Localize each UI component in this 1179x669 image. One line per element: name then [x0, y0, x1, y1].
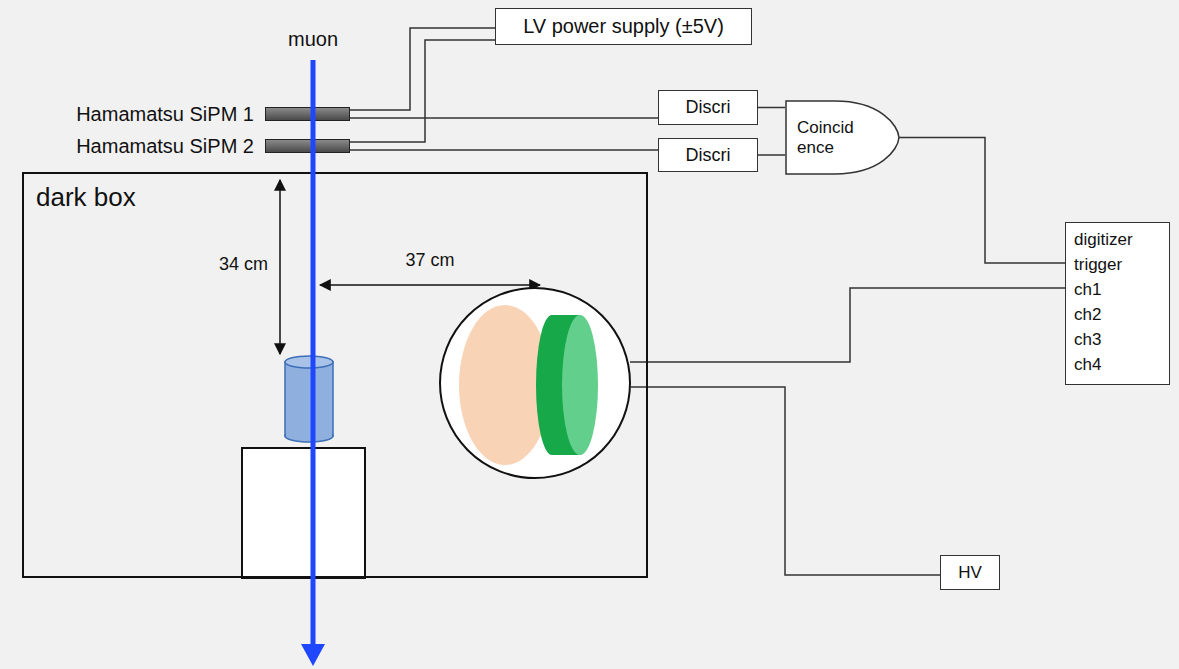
dimension-label: 34 cm [219, 254, 268, 275]
coincidence-gate: Coincid ence [785, 100, 900, 175]
power-supply-box: LV power supply (±5V) [495, 8, 752, 45]
signal-wire [758, 107, 785, 109]
scintillator-cylinder [285, 356, 333, 442]
node-label: HV [958, 563, 982, 583]
signal-wire [350, 117, 658, 119]
signal-wire [899, 138, 1065, 264]
dimension-arrow [320, 284, 540, 286]
hv-wire [630, 387, 940, 575]
hv-box: HV [940, 555, 1000, 590]
node-label: dark box [36, 182, 136, 213]
port-label: ch3 [1074, 327, 1159, 352]
node-label: Coincid ence [797, 118, 873, 158]
node-label: Hamamatsu SiPM 2 [76, 135, 254, 158]
signal-wire [350, 149, 658, 151]
muon-line [311, 60, 316, 646]
and-gate-shape [786, 101, 899, 174]
sipm-bar: Hamamatsu SiPM 2 [265, 139, 350, 153]
port-label: digitizer [1074, 227, 1159, 252]
signal-wire [350, 40, 495, 142]
dimension-arrow [279, 180, 281, 354]
node-label: Discri [686, 97, 731, 118]
port-label: ch4 [1074, 352, 1159, 377]
particle-label: muon [288, 28, 338, 51]
sipm-bar: Hamamatsu SiPM 1 [265, 107, 350, 121]
dark-box: dark box [22, 172, 648, 578]
node-label: Discri [686, 145, 731, 166]
signal-wire [758, 154, 785, 156]
discriminator-box: Discri [658, 138, 758, 172]
dimension-label: 37 cm [405, 250, 454, 271]
node-label: LV power supply (±5V) [523, 15, 724, 38]
port-label: ch2 [1074, 302, 1159, 327]
discriminator-box: Discri [658, 90, 758, 125]
signal-wire [630, 288, 1065, 362]
muon-arrowhead [301, 644, 325, 666]
node-label: Hamamatsu SiPM 1 [76, 103, 254, 126]
port-label: ch1 [1074, 277, 1159, 302]
port-label: trigger [1074, 252, 1159, 277]
pedestal [242, 448, 365, 578]
digitizer-box: digitizertriggerch1ch2ch3ch4 [1065, 222, 1170, 385]
detector-view [440, 288, 630, 478]
